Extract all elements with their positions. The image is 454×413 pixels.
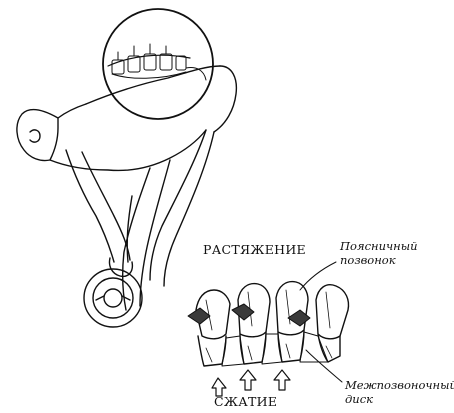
athlete-leg-back-outer <box>163 131 215 287</box>
barbell-plate-outer <box>83 268 143 328</box>
magnifier-circle <box>102 8 214 120</box>
intervertebral-disc-2 <box>261 333 283 365</box>
pressure-arrow-2 <box>231 303 255 321</box>
vertebra-2 <box>237 282 271 338</box>
barbell-bar <box>95 295 131 301</box>
intervertebral-disc-1 <box>221 335 245 367</box>
vertebra-4 <box>315 284 350 340</box>
label-disc-line2: диск <box>345 392 374 406</box>
intervertebral-disc-3 <box>299 331 329 363</box>
vertebra-3 <box>275 280 309 336</box>
label-compression: СЖАТИЕ <box>214 394 278 409</box>
compression-arrow-1 <box>211 377 227 397</box>
athlete-shin <box>126 195 133 263</box>
pressure-arrow-1 <box>187 307 211 325</box>
vertebrae-diagram <box>195 280 350 367</box>
athlete-buttocks <box>213 65 238 133</box>
label-lumbar-vertebra-line1: Поясничный <box>340 239 418 253</box>
athlete-ear <box>29 129 41 143</box>
athlete-figure <box>16 65 238 311</box>
athlete-back <box>85 65 221 105</box>
barbell <box>83 268 143 328</box>
athlete-leg-front <box>121 167 151 311</box>
athlete-arm-back <box>81 151 131 261</box>
stretching-arrows <box>187 303 311 327</box>
label-lumbar-vertebra: Поясничный позвонок <box>340 239 418 267</box>
label-stretching: РАСТЯЖЕНИЕ <box>203 242 306 257</box>
vertebral-body-4 <box>317 333 341 363</box>
athlete-torso-front <box>49 129 207 172</box>
label-disc-line1: Межпозвоночный <box>345 378 454 392</box>
pressure-arrow-3 <box>287 309 311 327</box>
leader-line-disc <box>305 349 343 383</box>
vertebra-1 <box>195 289 231 340</box>
athlete-head <box>16 108 59 162</box>
barbell-sleeve <box>103 288 123 308</box>
leader-line-vertebra <box>299 261 337 291</box>
label-lumbar-vertebra-line2: позвонок <box>340 253 396 267</box>
athlete-arm-front <box>65 149 115 263</box>
athlete-hand <box>108 257 134 278</box>
compression-arrows <box>211 369 291 397</box>
compression-arrow-3 <box>273 369 291 391</box>
label-intervertebral-disc: Межпозвоночный диск <box>345 378 454 406</box>
athlete-neck <box>57 103 87 119</box>
spine-detail-vertebrae <box>111 43 187 79</box>
vertebral-body-3 <box>277 329 305 363</box>
athlete-leg-back <box>149 129 207 281</box>
barbell-plate-inner <box>92 277 134 319</box>
compression-arrow-2 <box>239 369 257 391</box>
vertebral-body-2 <box>239 331 267 365</box>
